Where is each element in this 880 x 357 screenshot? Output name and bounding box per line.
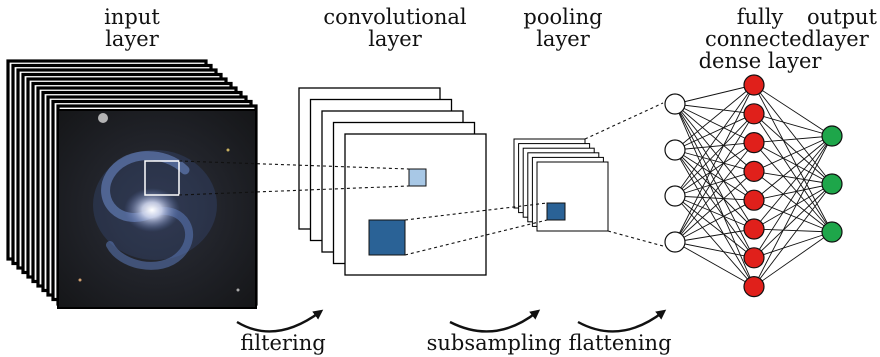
network-edge bbox=[674, 84, 755, 151]
network-edge bbox=[753, 183, 833, 230]
input-node bbox=[664, 139, 686, 161]
conv-dark-patch bbox=[368, 219, 406, 256]
network-edge bbox=[674, 171, 755, 243]
network-edge bbox=[674, 103, 755, 230]
network-edges bbox=[674, 84, 833, 287]
network-edge bbox=[753, 171, 833, 233]
network-edge bbox=[753, 142, 833, 233]
input-layer-title-line1: input bbox=[104, 5, 160, 29]
pool-layer-title-line1: pooling bbox=[523, 5, 602, 29]
output-node bbox=[821, 173, 843, 195]
dense-node bbox=[743, 103, 765, 125]
network-edge bbox=[753, 135, 833, 259]
network-edge bbox=[674, 113, 755, 243]
input-layer-title-line2: layer bbox=[105, 27, 160, 51]
network-edge bbox=[674, 84, 755, 197]
galaxy-image bbox=[57, 109, 257, 309]
input-node bbox=[664, 93, 686, 115]
dense-layer-title-line1: fully bbox=[737, 5, 784, 29]
network-edge bbox=[674, 228, 755, 243]
network-edge bbox=[753, 84, 833, 185]
filtering-arrow bbox=[236, 309, 324, 333]
network-edge bbox=[753, 84, 833, 137]
network-edge bbox=[674, 113, 755, 151]
network-edge bbox=[753, 135, 833, 144]
network-edge bbox=[674, 149, 755, 259]
network-edge bbox=[674, 195, 755, 287]
dense-node bbox=[743, 189, 765, 211]
network-edge bbox=[753, 199, 833, 233]
network-edge bbox=[753, 84, 833, 233]
subsampling-arrow bbox=[449, 309, 541, 333]
network-edge bbox=[753, 183, 833, 201]
pool-feature-map bbox=[536, 161, 609, 232]
network-edge bbox=[674, 199, 755, 243]
dense-layer-title-line2: connected bbox=[705, 27, 815, 51]
network-edge bbox=[753, 183, 833, 259]
dense-node bbox=[743, 276, 765, 298]
network-edge bbox=[753, 113, 833, 185]
output-layer-title-line1: output bbox=[807, 5, 878, 29]
network-edge bbox=[674, 84, 755, 243]
dense-node bbox=[743, 160, 765, 182]
network-edge bbox=[674, 149, 755, 230]
network-edge bbox=[753, 135, 833, 172]
network-edge bbox=[753, 113, 833, 233]
network-edge bbox=[674, 241, 755, 259]
network-edge bbox=[674, 142, 755, 197]
network-edge bbox=[674, 195, 755, 230]
network-edge bbox=[753, 170, 833, 185]
output-node bbox=[821, 125, 843, 147]
network-edge bbox=[674, 149, 755, 287]
connector-lines bbox=[178, 102, 664, 256]
pool-dark-patch bbox=[546, 202, 566, 221]
network-edge bbox=[753, 113, 833, 137]
network-edge bbox=[674, 142, 755, 151]
network-edge bbox=[753, 135, 833, 287]
network-edge bbox=[753, 142, 833, 185]
network-edge bbox=[674, 195, 755, 201]
input-node bbox=[664, 231, 686, 253]
network-edge bbox=[674, 103, 755, 259]
network-edge bbox=[674, 195, 755, 259]
flattening-arrow bbox=[577, 309, 667, 333]
output-node bbox=[821, 221, 843, 243]
input-node bbox=[664, 185, 686, 207]
flattening-label: flattening bbox=[568, 331, 671, 355]
network-edge bbox=[674, 113, 755, 197]
network-edge bbox=[753, 231, 833, 259]
network-edge bbox=[674, 149, 755, 201]
network-edge bbox=[753, 135, 833, 230]
network-edge bbox=[674, 103, 755, 172]
dense-node bbox=[743, 247, 765, 269]
conv-layer-stack bbox=[298, 87, 487, 276]
input-receptive-field bbox=[144, 160, 180, 196]
conv-layer-title-line1: convolutional bbox=[323, 5, 467, 29]
pool-layer-title-line2: layer bbox=[536, 27, 591, 51]
network-edge bbox=[753, 183, 833, 287]
network-edge bbox=[674, 84, 755, 105]
conv-layer-title-line2: layer bbox=[368, 27, 423, 51]
output-layer-title-line2: layer bbox=[815, 27, 870, 51]
network-edge bbox=[753, 135, 833, 201]
network-edge bbox=[674, 103, 755, 144]
network-edge bbox=[674, 103, 755, 287]
dense-layer-title-line3: dense layer bbox=[699, 49, 823, 73]
conv-feature-map bbox=[344, 133, 487, 276]
dense-node bbox=[743, 218, 765, 240]
dense-node bbox=[743, 132, 765, 154]
dense-node bbox=[743, 74, 765, 96]
filtering-label: filtering bbox=[240, 331, 325, 355]
subsampling-label: subsampling bbox=[427, 331, 562, 355]
network-edge bbox=[753, 228, 833, 233]
network-edge bbox=[674, 142, 755, 243]
network-edge bbox=[753, 231, 833, 287]
network-nodes bbox=[664, 74, 843, 298]
network-edge bbox=[674, 170, 755, 197]
network-edge bbox=[674, 241, 755, 287]
network-edge bbox=[674, 149, 755, 172]
conv-light-patch bbox=[408, 168, 427, 187]
network-edge bbox=[674, 103, 755, 201]
